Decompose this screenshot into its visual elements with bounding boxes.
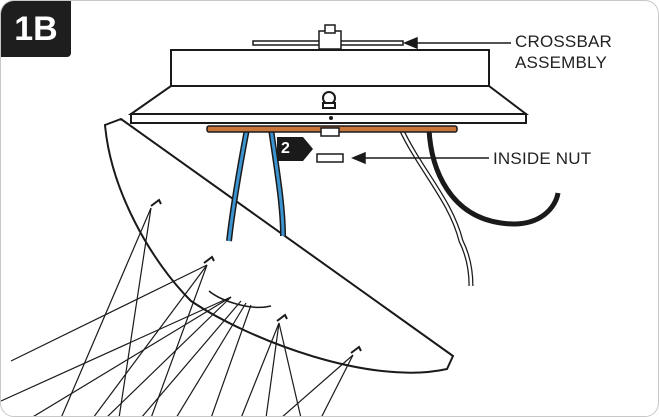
crystal-strands	[1, 207, 354, 416]
mounting-plate	[206, 125, 458, 137]
crossbar-label-line1: CROSSBAR	[515, 32, 613, 51]
crossbar-label-line2: ASSEMBLY	[515, 53, 607, 72]
crossbar-assembly	[252, 24, 404, 50]
leader-lines	[351, 36, 511, 165]
inside-nut-label: INSIDE NUT	[493, 149, 592, 168]
light-dish	[103, 117, 455, 374]
step-marker: 2	[277, 137, 313, 161]
crossbar-label: CROSSBAR ASSEMBLY	[515, 31, 612, 73]
figure-badge: 1B	[1, 1, 71, 57]
inside-nut	[316, 153, 344, 163]
canopy	[127, 49, 529, 124]
wires	[226, 127, 561, 287]
